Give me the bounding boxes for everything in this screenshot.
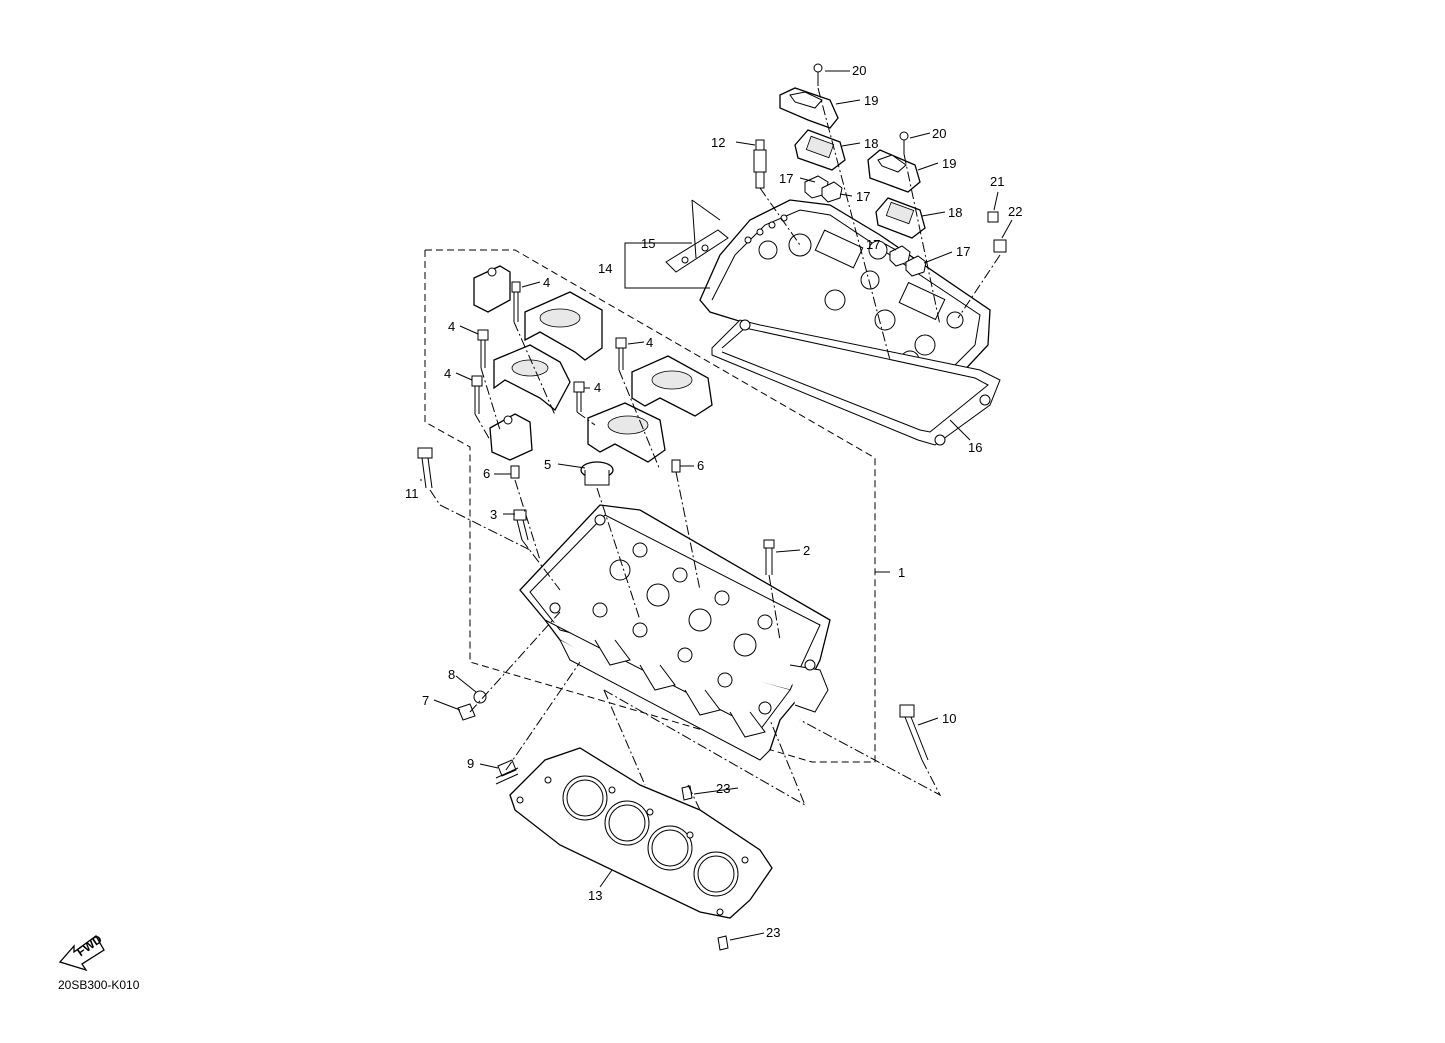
callout-12: 12 [711,135,725,150]
head-bolts [417,447,929,761]
retainer-clips [804,175,927,277]
callout-18a: 18 [864,136,878,151]
cap-bolts [471,281,627,414]
callout-4c: 4 [444,366,451,381]
callout-17d: 17 [956,244,970,259]
callout-3: 3 [490,507,497,522]
callout-4e: 4 [646,335,653,350]
alignment-lines [429,87,1001,811]
callout-23a: 23 [716,781,730,796]
callout-14: 14 [598,261,612,276]
callout-18b: 18 [948,205,962,220]
callout-5: 5 [544,457,551,472]
callout-17a: 17 [779,171,793,186]
head-cover [699,199,991,386]
callout-13: 13 [588,888,602,903]
callout-20a: 20 [852,63,866,78]
plugs-and-dowels [457,459,681,785]
callout-19b: 19 [942,156,956,171]
callout-6a: 6 [483,466,490,481]
callout-10: 10 [942,711,956,726]
callout-4d: 4 [594,380,601,395]
leader-lines [420,70,1013,941]
callout-11: 11 [405,486,419,501]
callout-16: 16 [968,440,982,455]
callout-17b: 17 [856,189,870,204]
head-gasket [509,747,773,951]
callout-22: 22 [1008,204,1022,219]
camshaft-caps [473,265,713,463]
callout-23b: 23 [766,925,780,940]
callout-8: 8 [448,667,455,682]
callout-7: 7 [422,693,429,708]
callout-20b: 20 [932,126,946,141]
callout-4b: 4 [448,319,455,334]
callout-19a: 19 [864,93,878,108]
cover-gasket [711,319,1001,446]
assembly-boundary [424,249,890,763]
callout-1: 1 [898,565,905,580]
small-fasteners [813,63,1007,253]
callout-labels: 1 2 3 4 4 4 4 4 4 5 6 6 7 8 9 10 11 12 1… [405,63,1022,940]
forward-arrow-icon: FWD [58,932,105,972]
cover-plate [665,229,729,273]
callout-15: 15 [641,236,655,251]
drawing-code: 20SB300-K010 [58,978,140,992]
callout-4a: 4 [543,275,550,290]
callout-9: 9 [467,756,474,771]
cylinder-head [519,504,831,761]
spark-plug [753,139,767,189]
callout-21: 21 [990,174,1004,189]
breather-covers [779,87,926,239]
callout-2: 2 [803,543,810,558]
callout-17c: 17 [866,237,880,252]
callout-6b: 6 [697,458,704,473]
